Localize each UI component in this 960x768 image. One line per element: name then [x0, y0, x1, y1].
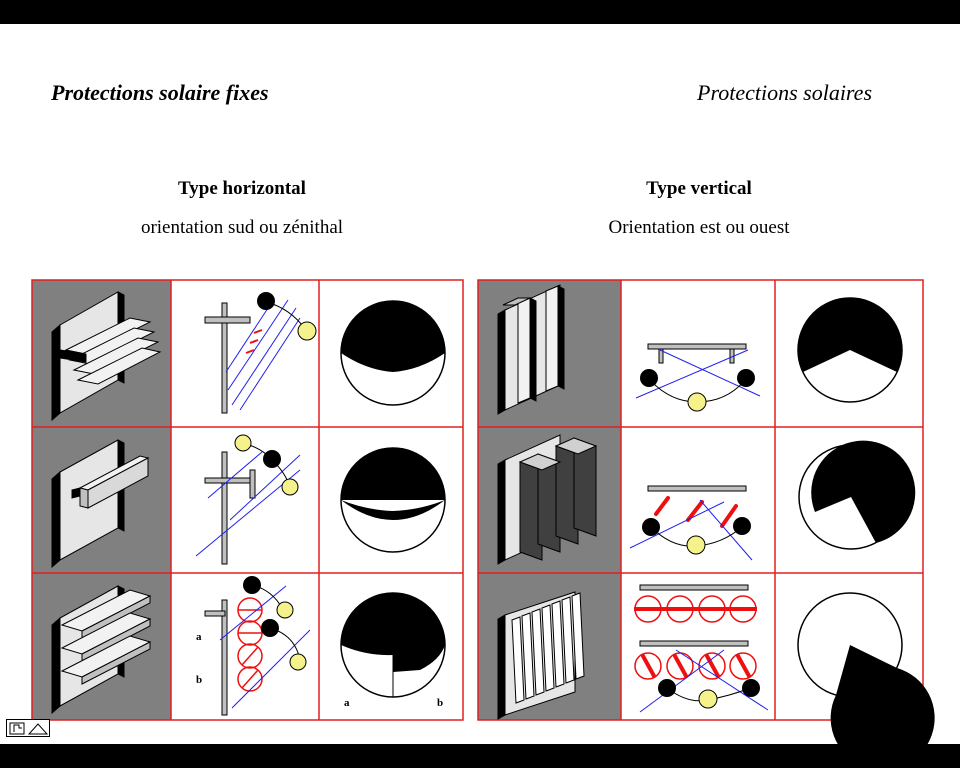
- plan-angled-fins: [629, 485, 753, 561]
- section-overhang-louvers: [204, 292, 317, 414]
- device-overhang-louvers: [51, 291, 162, 422]
- top-black-bar: [0, 0, 960, 24]
- device-vertical-slats: [497, 591, 585, 720]
- plan-vertical-fins: [635, 343, 761, 412]
- prev-slide-icon[interactable]: [27, 723, 49, 735]
- disc-row3-right: [797, 592, 935, 768]
- grid-left: [31, 279, 464, 721]
- grid-right: [477, 279, 924, 721]
- horizontal-orientation: orientation sud ou zénithal: [140, 217, 344, 238]
- vertical-heading: Type vertical: [646, 178, 752, 199]
- first-slide-icon[interactable]: [9, 722, 25, 735]
- device-multiple-shelves: [51, 585, 152, 715]
- disc-label-a: a: [344, 697, 350, 709]
- disc-row2-right: [798, 440, 916, 550]
- section-multiple-shelves: a b: [196, 576, 311, 716]
- horizontal-table: a b a b: [31, 279, 464, 721]
- plan-vertical-slats: [634, 584, 769, 713]
- section-overhang-single: [195, 434, 301, 565]
- label-a: a: [196, 631, 202, 643]
- slide-title: Protections solaire fixes: [51, 80, 269, 105]
- disc-row3-left: a b: [340, 592, 446, 709]
- bottom-black-bar: [0, 744, 960, 768]
- disc-label-b: b: [437, 697, 443, 709]
- device-angled-fins: [497, 434, 598, 565]
- section-title: Protections solaires: [697, 80, 872, 105]
- horizontal-heading: Type horizontal: [178, 178, 306, 199]
- slide-navigation[interactable]: [6, 719, 50, 737]
- disc-row1-right: [797, 297, 903, 403]
- device-overhang-single: [51, 439, 150, 569]
- device-vertical-fins: [497, 284, 565, 415]
- vertical-table: [477, 279, 935, 768]
- disc-row1-left: [340, 300, 446, 406]
- disc-row2-left: [340, 447, 446, 553]
- label-b: b: [196, 674, 202, 686]
- vertical-orientation: Orientation est ou ouest: [608, 217, 790, 238]
